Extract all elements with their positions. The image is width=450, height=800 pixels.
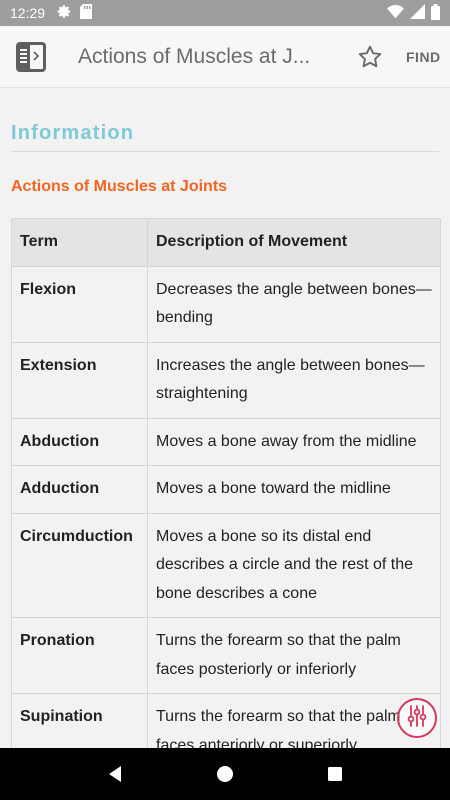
column-header-term: Term <box>11 218 148 267</box>
table-row: Adduction Moves a bone toward the midlin… <box>11 465 441 514</box>
table-row: Pronation Turns the forearm so that the … <box>11 617 441 694</box>
description-cell: Moves a bone away from the midline <box>147 417 441 466</box>
find-button[interactable]: FIND <box>406 48 441 65</box>
description-cell: Moves a bone toward the midline <box>147 465 441 514</box>
section-divider <box>11 151 439 152</box>
term-cell: Pronation <box>11 617 148 694</box>
sliders-icon <box>404 703 430 734</box>
status-left-icons <box>57 4 93 22</box>
favorite-star-icon[interactable] <box>356 43 384 71</box>
status-bar: 12:29 <box>0 0 450 26</box>
table-row: Supination Turns the forearm so that the… <box>11 693 441 748</box>
table-row: Abduction Moves a bone away from the mid… <box>11 417 441 466</box>
term-cell: Flexion <box>11 265 148 343</box>
term-cell: Abduction <box>11 417 148 466</box>
term-cell: Extension <box>11 341 148 419</box>
signal-icon <box>410 4 425 22</box>
recent-apps-icon[interactable] <box>323 762 347 786</box>
content-scroll-area[interactable]: Information Actions of Muscles at Joints… <box>0 88 450 748</box>
app-bar: Actions of Muscles at J... FIND <box>0 26 450 88</box>
description-cell: Turns the forearm so that the palm faces… <box>147 693 441 748</box>
table-row: Flexion Decreases the angle between bone… <box>11 265 441 343</box>
term-cell: Adduction <box>11 465 148 514</box>
description-cell: Turns the forearm so that the palm faces… <box>147 617 441 694</box>
gear-icon <box>57 4 72 22</box>
back-icon[interactable] <box>103 762 127 786</box>
movement-table: Term Description of Movement Flexion Dec… <box>11 218 441 748</box>
home-icon[interactable] <box>213 762 237 786</box>
status-right-icons <box>387 3 440 23</box>
page-title: Actions of Muscles at J... <box>78 44 311 68</box>
battery-icon <box>431 3 440 23</box>
book-menu-icon[interactable] <box>14 40 48 74</box>
sd-card-icon <box>80 4 93 22</box>
table-header-row: Term Description of Movement <box>11 218 441 267</box>
wifi-icon <box>387 4 404 22</box>
term-cell: Circumduction <box>11 512 148 618</box>
table-row: Circumduction Moves a bone so its distal… <box>11 512 441 618</box>
status-time: 12:29 <box>10 5 46 21</box>
system-nav-bar <box>0 748 450 800</box>
term-cell: Supination <box>11 693 148 748</box>
column-header-description: Description of Movement <box>147 218 441 267</box>
description-cell: Increases the angle between bones—straig… <box>147 341 441 419</box>
description-cell: Decreases the angle between bones—bendin… <box>147 265 441 343</box>
table-row: Extension Increases the angle between bo… <box>11 341 441 419</box>
table-title: Actions of Muscles at Joints <box>11 178 228 195</box>
section-heading: Information <box>11 122 135 144</box>
settings-fab-button[interactable] <box>397 698 437 738</box>
description-cell: Moves a bone so its distal end describes… <box>147 512 441 618</box>
